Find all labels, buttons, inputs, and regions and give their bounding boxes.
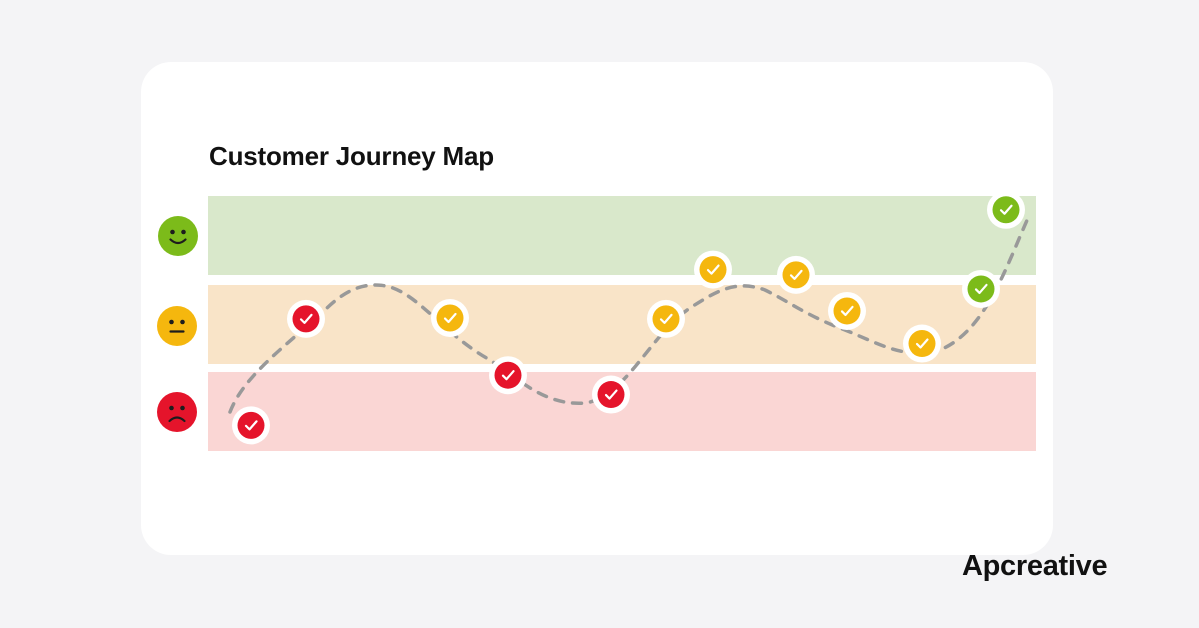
touchpoint-3 bbox=[431, 299, 469, 337]
neutral-marker bbox=[652, 305, 680, 333]
happy-marker bbox=[967, 275, 995, 303]
happy-marker bbox=[992, 196, 1020, 224]
check-icon bbox=[840, 305, 854, 317]
check-icon bbox=[706, 264, 720, 275]
touchpoint-1 bbox=[232, 406, 270, 445]
happy-face-icon bbox=[158, 216, 198, 256]
check-icon bbox=[501, 370, 515, 381]
check-icon bbox=[299, 313, 313, 324]
neutral-marker bbox=[699, 256, 727, 284]
sad-marker bbox=[597, 381, 625, 409]
touchpoint-6 bbox=[647, 299, 685, 338]
check-icon bbox=[244, 420, 258, 431]
check-icon bbox=[915, 338, 929, 349]
sad-face-icon bbox=[157, 392, 197, 432]
check-icon bbox=[974, 283, 988, 295]
check-icon bbox=[443, 312, 457, 324]
happy-band bbox=[208, 196, 1036, 275]
touchpoint-2 bbox=[287, 299, 325, 338]
check-icon bbox=[604, 389, 618, 400]
touchpoint-markers bbox=[232, 190, 1025, 445]
brand-logo: Apcreative bbox=[962, 550, 1108, 582]
touchpoint-7 bbox=[694, 250, 732, 289]
check-icon bbox=[659, 313, 673, 324]
touchpoint-9 bbox=[828, 291, 866, 330]
sad-marker bbox=[494, 361, 522, 389]
sad-marker bbox=[237, 411, 265, 439]
sad-marker bbox=[292, 305, 320, 333]
check-icon bbox=[789, 269, 803, 280]
touchpoint-10 bbox=[903, 324, 941, 363]
check-icon bbox=[999, 204, 1013, 215]
neutral-marker bbox=[782, 261, 810, 289]
touchpoint-12 bbox=[987, 190, 1025, 229]
neutral-marker bbox=[908, 330, 936, 358]
page-title: Customer Journey Map bbox=[209, 141, 494, 171]
touchpoint-5 bbox=[592, 375, 630, 414]
neutral-face-icon bbox=[157, 306, 197, 346]
journey-path bbox=[228, 216, 1030, 414]
neutral-marker bbox=[833, 297, 861, 325]
touchpoint-8 bbox=[777, 255, 815, 294]
touchpoint-4 bbox=[489, 356, 527, 395]
touchpoint-11 bbox=[962, 269, 1000, 308]
neutral-marker bbox=[436, 304, 464, 332]
